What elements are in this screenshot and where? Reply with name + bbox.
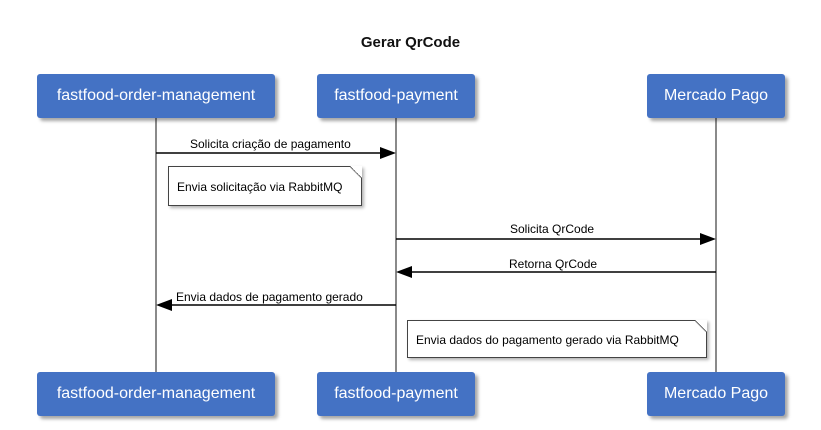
- message-label-4: Envia dados de pagamento gerado: [176, 290, 363, 304]
- note-fold-icon: [350, 166, 362, 178]
- message-label-3: Retorna QrCode: [509, 257, 598, 271]
- lifeline-payment: [395, 118, 397, 374]
- note-text: Envia solicitação via RabbitMQ: [177, 180, 343, 194]
- message-arrow-3: [396, 266, 716, 278]
- participant-mercado-pago-bottom: Mercado Pago: [647, 372, 785, 416]
- lifeline-order: [155, 118, 157, 374]
- message-label-1: Solicita criação de pagamento: [190, 137, 351, 151]
- message-arrow-1: [156, 147, 396, 159]
- participant-mercado-pago-top: Mercado Pago: [647, 74, 785, 118]
- participant-order-top: fastfood-order-management: [37, 74, 275, 118]
- note-fold-icon: [695, 320, 707, 332]
- note-rabbitmq-request: Envia solicitação via RabbitMQ: [168, 166, 362, 206]
- lifeline-mercado-pago: [715, 118, 717, 374]
- diagram-title: Gerar QrCode: [360, 34, 461, 51]
- message-arrow-2: [396, 233, 716, 245]
- note-text: Envia dados do pagamento gerado via Rabb…: [416, 333, 679, 347]
- note-rabbitmq-response: Envia dados do pagamento gerado via Rabb…: [407, 320, 707, 358]
- message-label-2: Solicita QrCode: [510, 222, 595, 236]
- participant-order-bottom: fastfood-order-management: [37, 372, 275, 416]
- participant-payment-bottom: fastfood-payment: [317, 372, 475, 416]
- message-arrow-4: [156, 299, 396, 311]
- participant-payment-top: fastfood-payment: [317, 74, 475, 118]
